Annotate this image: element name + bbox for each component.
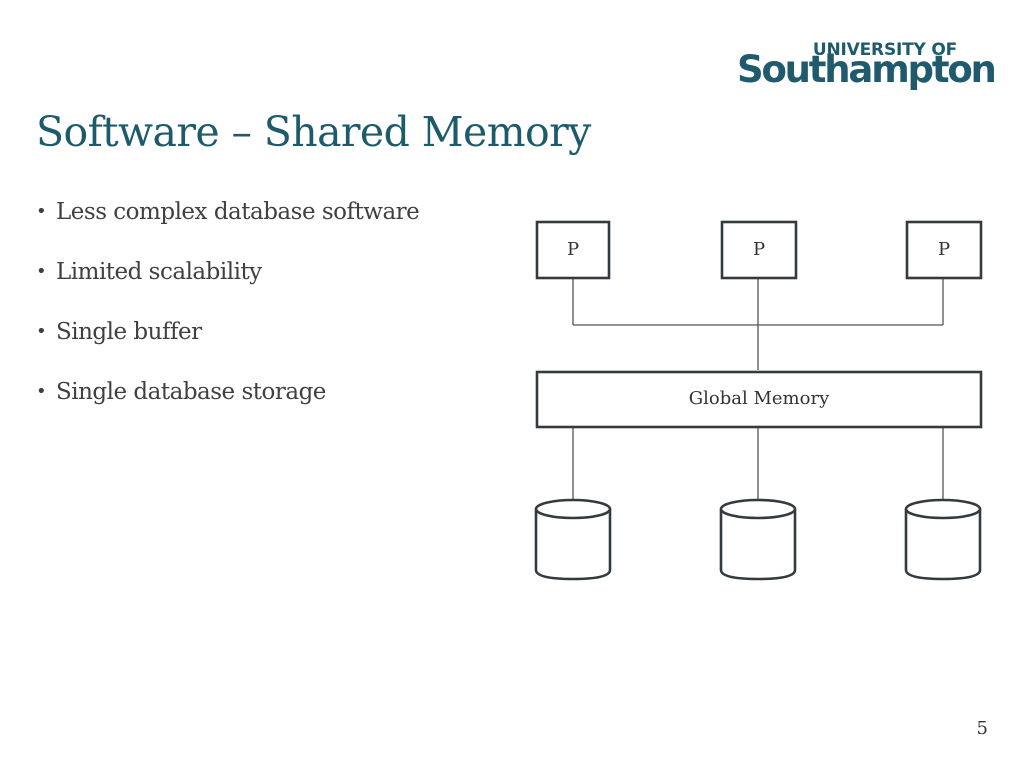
bullet-dot-icon: • — [36, 201, 47, 222]
logo-southampton: Southampton — [737, 48, 997, 91]
page-number: 5 — [976, 718, 988, 739]
global-memory-label: Global Memory — [688, 388, 830, 409]
bullet-dot-icon: • — [36, 381, 47, 402]
processor-box — [905, 220, 983, 280]
bullet-text: Single buffer — [56, 319, 202, 345]
bullet-dot-icon: • — [36, 321, 47, 342]
diagram-svg — [534, 220, 983, 581]
bullet-list: • Less complex database software • Limit… — [36, 192, 420, 432]
bullet-dot-icon: • — [36, 261, 47, 282]
disk-icon — [904, 498, 982, 581]
disk-icon — [534, 498, 612, 581]
bullet-item: • Single database storage — [36, 372, 419, 432]
connector-lines — [572, 278, 944, 502]
bullet-text: Limited scalability — [56, 259, 262, 285]
logo-university-of: UNIVERSITY OF — [812, 40, 957, 60]
processor-label: P — [752, 239, 766, 260]
processor-box — [720, 220, 798, 280]
shared-memory-diagram: P P P Global Memory — [520, 210, 1000, 600]
processor-box — [535, 220, 611, 280]
bullet-text: Single database storage — [56, 379, 326, 405]
slide-title: Software – Shared Memory — [36, 108, 591, 156]
bullet-item: • Limited scalability — [36, 252, 419, 312]
university-logo: UNIVERSITY OF Southampton — [737, 40, 997, 100]
bullet-item: • Less complex database software — [36, 192, 420, 252]
processor-label: P — [937, 239, 951, 260]
bullet-text: Less complex database software — [56, 199, 420, 225]
bullet-item: • Single buffer — [36, 312, 419, 372]
global-memory-box — [535, 370, 983, 429]
disk-icon — [719, 498, 797, 581]
processor-label: P — [566, 239, 580, 260]
